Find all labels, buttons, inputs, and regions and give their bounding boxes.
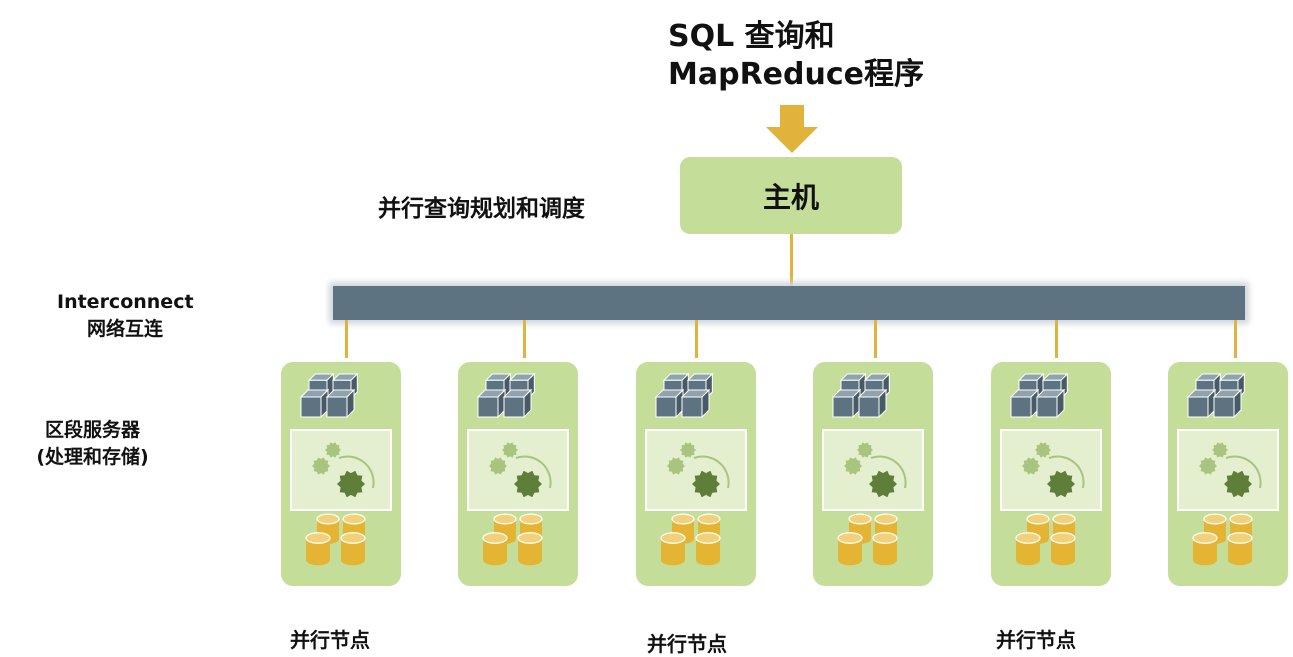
cylinder-icon: [1227, 532, 1253, 566]
cube-icon: [1212, 388, 1243, 419]
segment-server-label: 区段服务器 (处理和存储): [25, 417, 160, 471]
segment-node: [1168, 362, 1288, 586]
node-connector: [523, 320, 526, 358]
cube-icon: [1009, 388, 1040, 419]
cube-icon: [299, 388, 330, 419]
processing-panel: [1177, 429, 1279, 511]
gear-icon: [692, 470, 720, 498]
node-connector: [1234, 320, 1237, 358]
gear-icon: [844, 457, 862, 475]
node-connector: [695, 320, 698, 358]
segment-node: [458, 362, 578, 586]
gear-icon: [1199, 457, 1217, 475]
processing-panel: [1000, 429, 1102, 511]
cylinder-icon: [1015, 532, 1041, 566]
cylinder-icon: [340, 532, 366, 566]
planning-label: 并行查询规划和调度: [378, 196, 585, 222]
cylinder-icon: [1050, 532, 1076, 566]
interconnect-label-en: Interconnect: [57, 291, 194, 313]
cube-icon: [654, 388, 685, 419]
node-connector: [1055, 320, 1058, 358]
master-node: 主机: [680, 157, 902, 234]
cylinder-icon: [695, 532, 721, 566]
gear-icon: [1224, 470, 1252, 498]
cube-icon: [857, 388, 888, 419]
diagram-title: SQL 查询和 MapReduce程序: [668, 18, 924, 94]
interconnect-label: Interconnect 网络互连: [57, 289, 194, 343]
parallel-node-label: 并行节点: [647, 632, 727, 656]
gear-icon: [502, 442, 518, 458]
cube-icon: [1186, 388, 1217, 419]
gear-icon: [337, 470, 365, 498]
rotation-arc: [338, 455, 375, 489]
cube-icon: [1035, 388, 1066, 419]
gear-icon: [1022, 457, 1040, 475]
gear-icon: [514, 470, 542, 498]
cube-icon: [325, 388, 356, 419]
cube-icon: [476, 388, 507, 419]
cylinder-icon: [872, 532, 898, 566]
rotation-arc: [870, 455, 907, 489]
down-arrow-icon: [766, 105, 818, 153]
processing-panel: [467, 429, 569, 511]
cube-icon: [831, 388, 862, 419]
gear-icon: [325, 442, 341, 458]
cylinder-icon: [1192, 532, 1218, 566]
title-line-2: MapReduce程序: [668, 57, 924, 92]
interconnect-label-zh: 网络互连: [86, 318, 163, 340]
rotation-arc: [1048, 455, 1085, 489]
gear-icon: [312, 457, 330, 475]
cube-icon: [502, 388, 533, 419]
node-connector: [874, 320, 877, 358]
gear-icon: [1212, 442, 1228, 458]
gear-icon: [1035, 442, 1051, 458]
rotation-arc: [693, 455, 730, 489]
parallel-node-label: 并行节点: [996, 628, 1076, 652]
title-line-1: SQL 查询和: [668, 19, 835, 54]
master-label: 主机: [762, 180, 819, 214]
gear-icon: [857, 442, 873, 458]
processing-panel: [290, 429, 392, 511]
processing-panel: [645, 429, 747, 511]
gear-icon: [680, 442, 696, 458]
segment-label-line-1: 区段服务器: [44, 419, 140, 441]
gear-icon: [869, 470, 897, 498]
parallel-node-label: 并行节点: [290, 628, 370, 652]
node-connector: [345, 320, 348, 358]
gear-icon: [667, 457, 685, 475]
cylinder-icon: [482, 532, 508, 566]
cylinder-icon: [837, 532, 863, 566]
interconnect-bus: [333, 286, 1245, 320]
rotation-arc: [1225, 455, 1262, 489]
master-connector: [790, 234, 793, 286]
gear-icon: [489, 457, 507, 475]
segment-node: [636, 362, 756, 586]
processing-panel: [822, 429, 924, 511]
cylinder-icon: [517, 532, 543, 566]
segment-node: [813, 362, 933, 586]
segment-node: [991, 362, 1111, 586]
cylinder-icon: [660, 532, 686, 566]
segment-node: [281, 362, 401, 586]
gear-icon: [1047, 470, 1075, 498]
cube-icon: [680, 388, 711, 419]
rotation-arc: [515, 455, 552, 489]
segment-label-line-2: (处理和存储): [36, 446, 149, 468]
cylinder-icon: [305, 532, 331, 566]
